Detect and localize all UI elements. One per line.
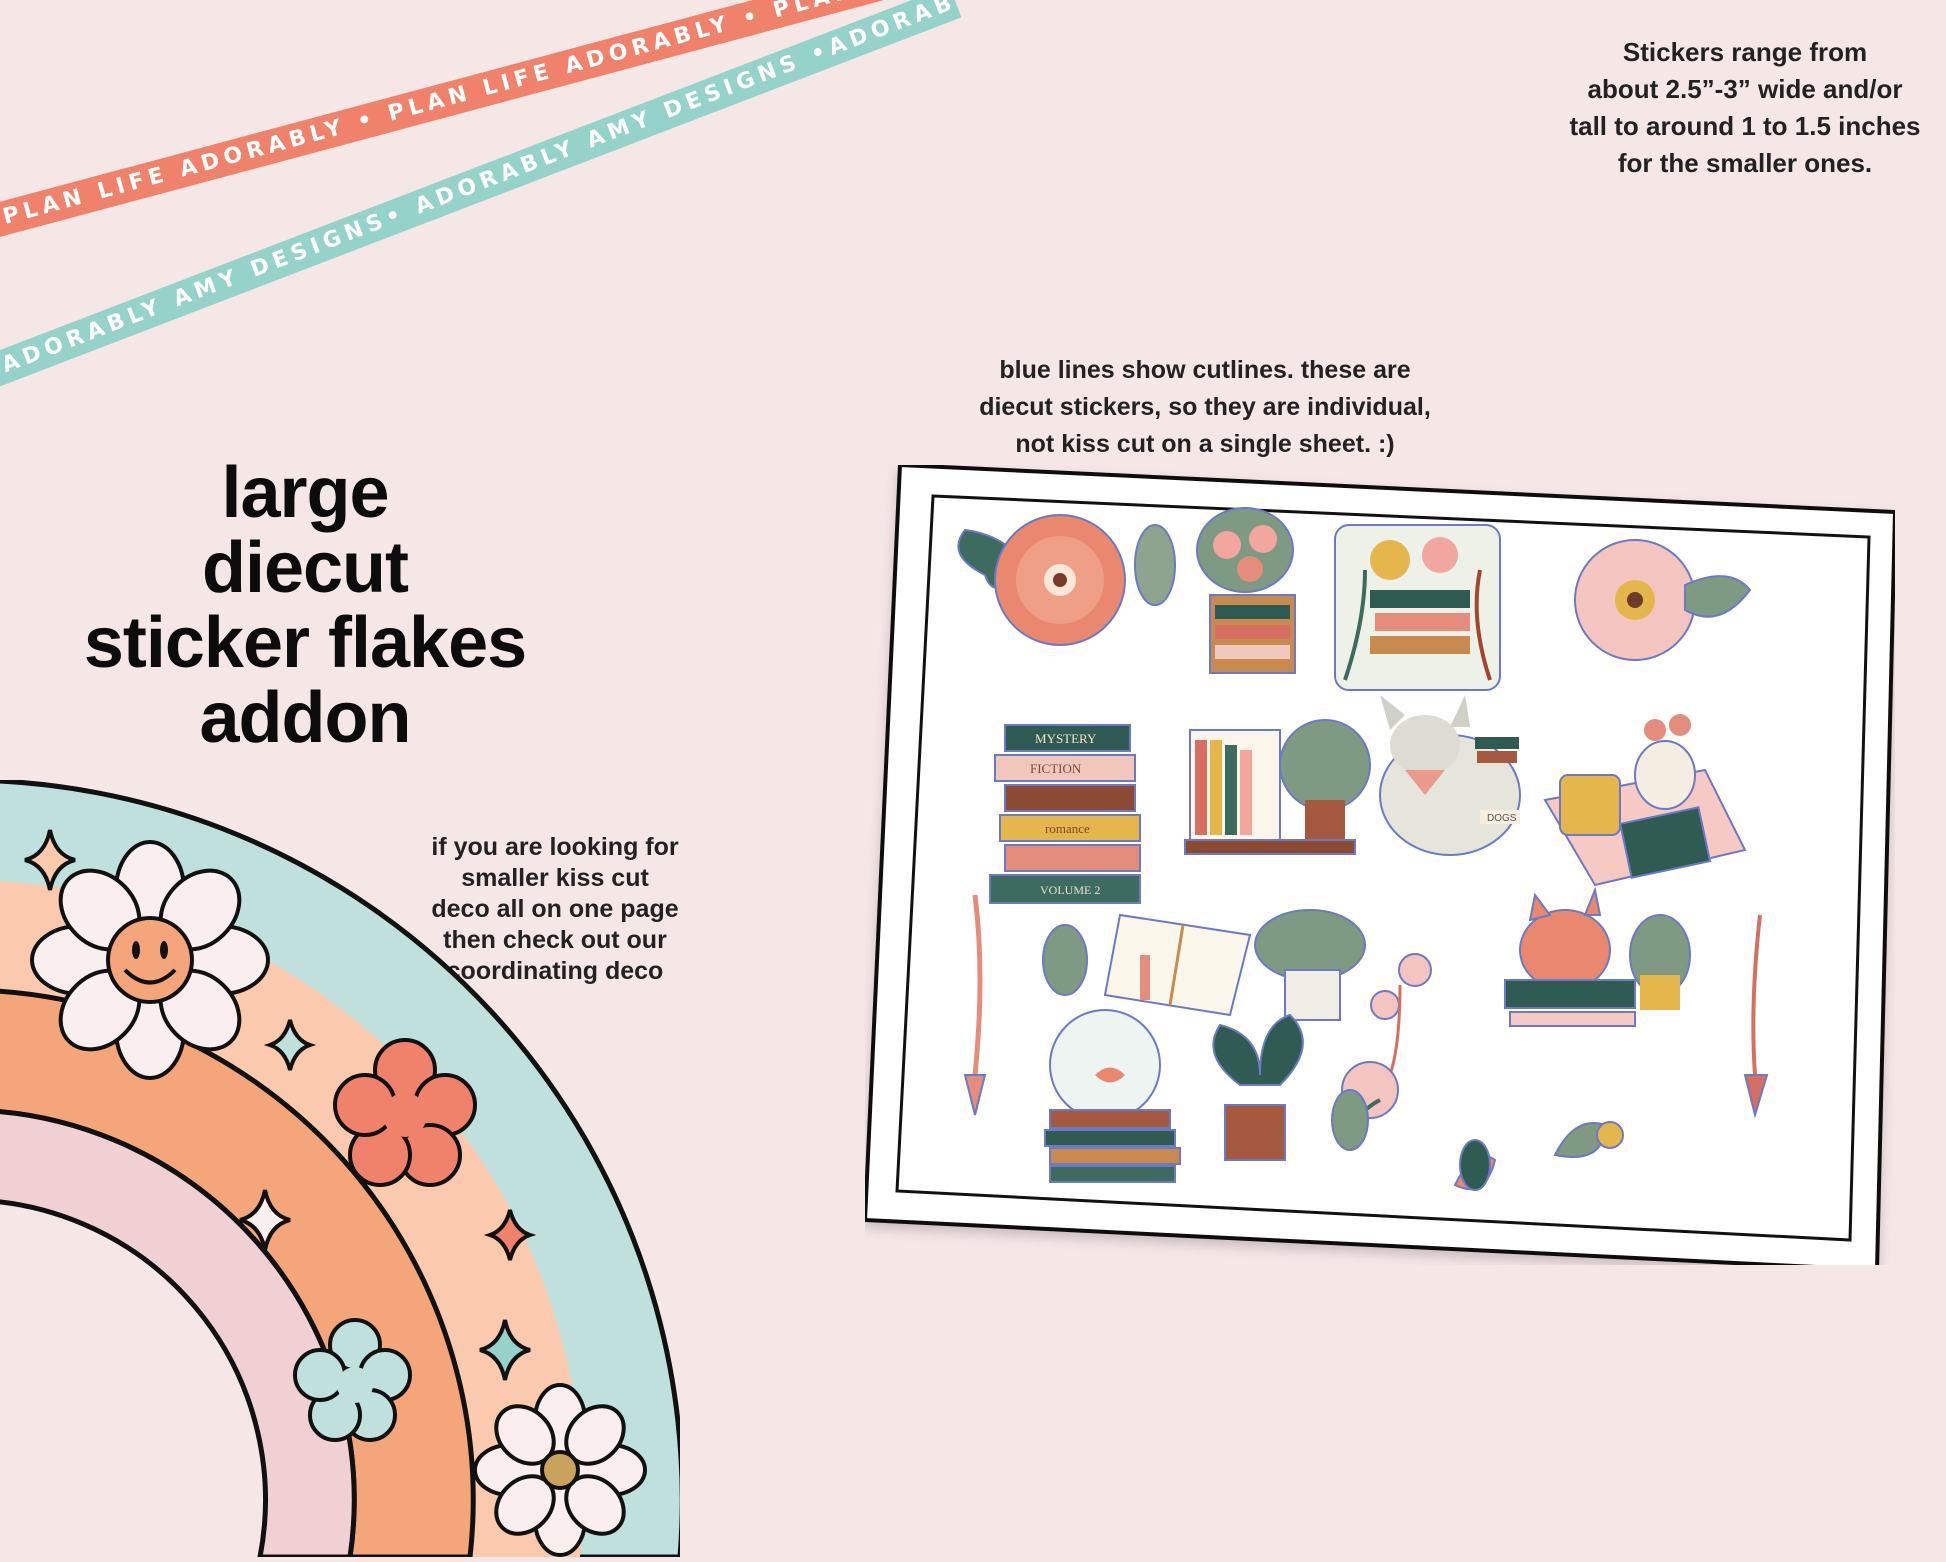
sticker-pink-flower	[1574, 539, 1752, 661]
sticker-sheet-preview: MYSTERY FICTION romance VOLUME 2	[862, 462, 1898, 1273]
title-line: diecut	[201, 528, 409, 608]
product-title: large diecut sticker flakes addon	[40, 456, 570, 756]
size-note-line: tall to around 1 to 1.5 inches	[1569, 111, 1921, 141]
cutline-note: blue lines show cutlines. these are diec…	[930, 352, 1480, 463]
daisy-flower-icon	[473, 1383, 647, 1557]
sticker-tassel-left	[963, 894, 987, 1116]
sticker-flower-sprig	[1370, 953, 1432, 1076]
size-note-line: Stickers range from	[1622, 37, 1868, 67]
sticker-fishbowl-books	[1044, 1009, 1181, 1183]
sticker-bookshelf	[1184, 719, 1371, 855]
sticker-plant-books-1	[1196, 507, 1296, 674]
sticker-potted-plant	[1254, 909, 1366, 1021]
rainbow-decoration	[0, 778, 685, 1560]
cutline-note-line: blue lines show cutlines. these are	[999, 356, 1411, 384]
coral-flower-icon	[333, 1038, 477, 1187]
sticker-book-garden	[1334, 524, 1501, 691]
sticker-open-book	[1103, 913, 1252, 1017]
sticker-green-plant	[1212, 1013, 1304, 1161]
sticker-tulip	[1331, 1061, 1399, 1151]
book-label-fiction: FICTION	[1030, 761, 1082, 776]
deco-note-line: deco all on one page	[431, 895, 679, 923]
sparkle-icon	[479, 1319, 531, 1381]
book-label-volume: VOLUME 2	[1040, 883, 1100, 897]
sticker-small-leaf-sprig	[1042, 924, 1088, 996]
deco-note-line: smaller kiss cut	[461, 864, 649, 892]
book-label-mystery: MYSTERY	[1035, 731, 1097, 746]
sparkle-icon	[24, 829, 76, 891]
title-line: addon	[199, 678, 412, 758]
size-note: Stickers range from about 2.5”-3” wide a…	[1540, 34, 1946, 182]
deco-note: if you are looking for smaller kiss cut …	[400, 832, 710, 987]
title-line: sticker flakes	[83, 603, 527, 683]
sparkle-icon	[483, 1209, 537, 1261]
sticker-single-leaf	[1134, 524, 1176, 606]
sticker-cat-books	[1504, 886, 1691, 1027]
cutline-note-line: diecut stickers, so they are individual,	[979, 393, 1431, 421]
mint-flower-icon	[293, 1318, 412, 1442]
deco-note-line: if you are looking for	[431, 833, 679, 861]
title-line: large	[221, 453, 389, 533]
sticker-book-stack: MYSTERY FICTION romance VOLUME 2	[989, 724, 1141, 904]
sticker-leaf-sprig-2	[1553, 1121, 1624, 1158]
size-note-line: about 2.5”-3” wide and/or	[1587, 74, 1903, 104]
sticker-art: MYSTERY FICTION romance VOLUME 2	[957, 507, 1769, 1191]
sticker-tassel-right	[1743, 914, 1769, 1119]
book-label-romance: romance	[1045, 821, 1090, 836]
sparkle-icon	[263, 1019, 317, 1071]
sticker-small-flower	[1453, 1139, 1497, 1191]
size-note-line: for the smaller ones.	[1617, 148, 1873, 178]
sticker-coffee-books	[1543, 714, 1747, 887]
deco-note-line: then check out our	[443, 926, 667, 954]
sticker-coral-flower	[957, 514, 1126, 646]
smiley-flower-icon	[30, 840, 270, 1080]
cutline-note-line: not kiss cut on a single sheet. :)	[1015, 430, 1395, 458]
sticker-dog: DOGS	[1379, 695, 1521, 856]
deco-note-line: coordinating deco	[446, 957, 664, 985]
sparkle-icon	[239, 1189, 291, 1251]
book-label-dogs: DOGS	[1487, 813, 1517, 824]
